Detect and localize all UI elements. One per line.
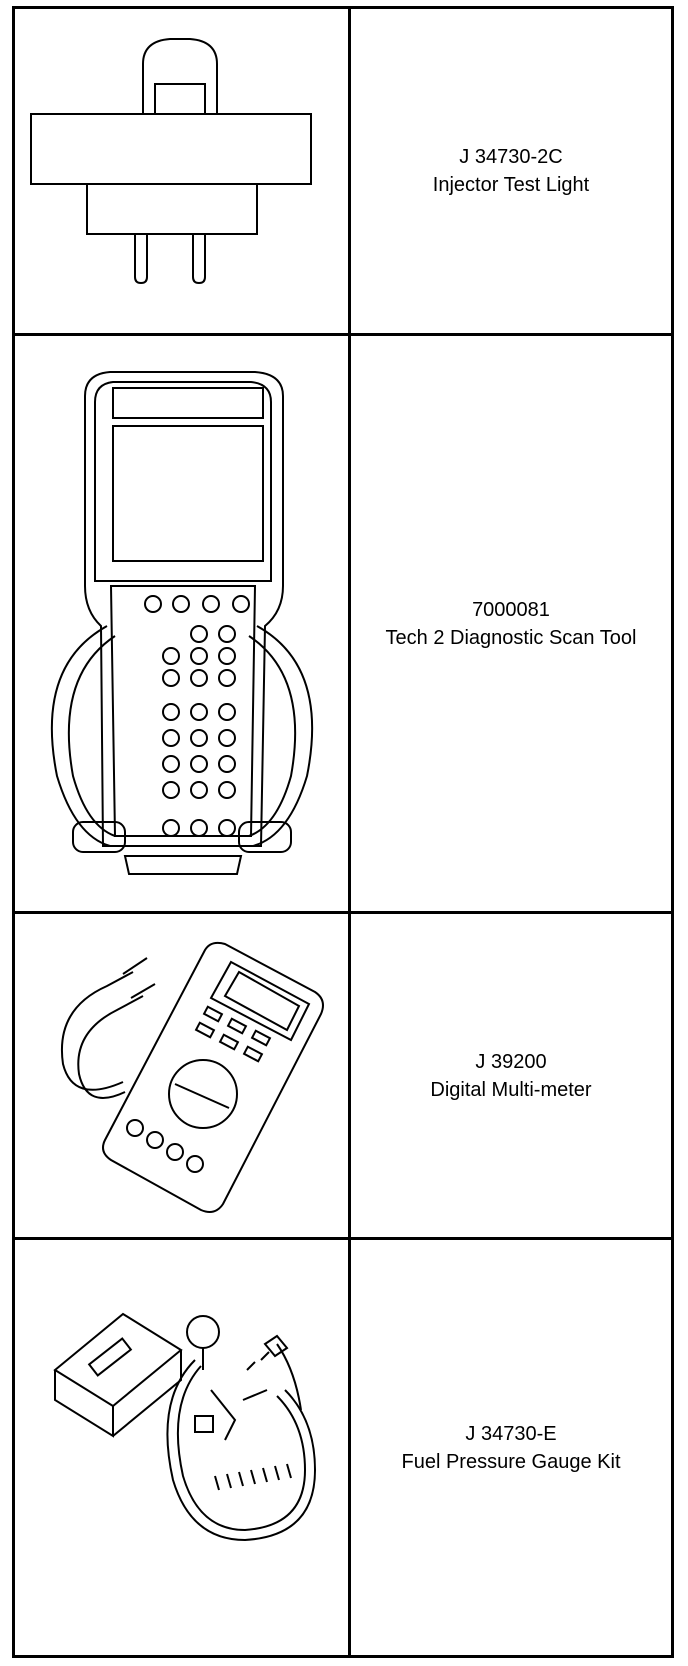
tool-text-cell: J 39200 Digital Multi-meter [351, 914, 671, 1237]
tool-image-cell [15, 914, 351, 1237]
tool-part-number: J 39200 [475, 1050, 547, 1073]
tool-row-fuel-pressure-gauge-kit: J 34730-E Fuel Pressure Gauge Kit [15, 1240, 671, 1655]
tool-image-cell [15, 9, 351, 333]
tool-description: Fuel Pressure Gauge Kit [401, 1450, 621, 1473]
tool-part-number: 7000081 [472, 598, 550, 621]
tool-part-number: J 34730-E [465, 1422, 557, 1445]
tool-row-multimeter: J 39200 Digital Multi-meter [15, 914, 671, 1240]
tool-text-cell: J 34730-2C Injector Test Light [351, 9, 671, 333]
tool-row-injector-test-light: J 34730-2C Injector Test Light [15, 9, 671, 336]
tool-image-cell [15, 1240, 351, 1655]
tool-part-number: J 34730-2C [459, 146, 563, 168]
tool-row-scan-tool: 7000081 Tech 2 Diagnostic Scan Tool [15, 336, 671, 914]
tool-text-cell: 7000081 Tech 2 Diagnostic Scan Tool [351, 336, 671, 911]
tool-description: Digital Multi-meter [430, 1078, 592, 1101]
tool-text-cell: J 34730-E Fuel Pressure Gauge Kit [351, 1240, 671, 1655]
tool-image-cell [15, 336, 351, 911]
fuel-pressure-gauge-kit-illustration-icon [15, 1240, 348, 1655]
tool-description: Injector Test Light [432, 174, 590, 196]
injector-test-light-illustration-icon [15, 9, 348, 333]
scan-tool-illustration-icon [15, 336, 348, 911]
multimeter-illustration-icon [15, 914, 348, 1237]
tool-description: Tech 2 Diagnostic Scan Tool [385, 626, 637, 649]
special-tools-table: J 34730-2C Injector Test Light [12, 6, 674, 1658]
